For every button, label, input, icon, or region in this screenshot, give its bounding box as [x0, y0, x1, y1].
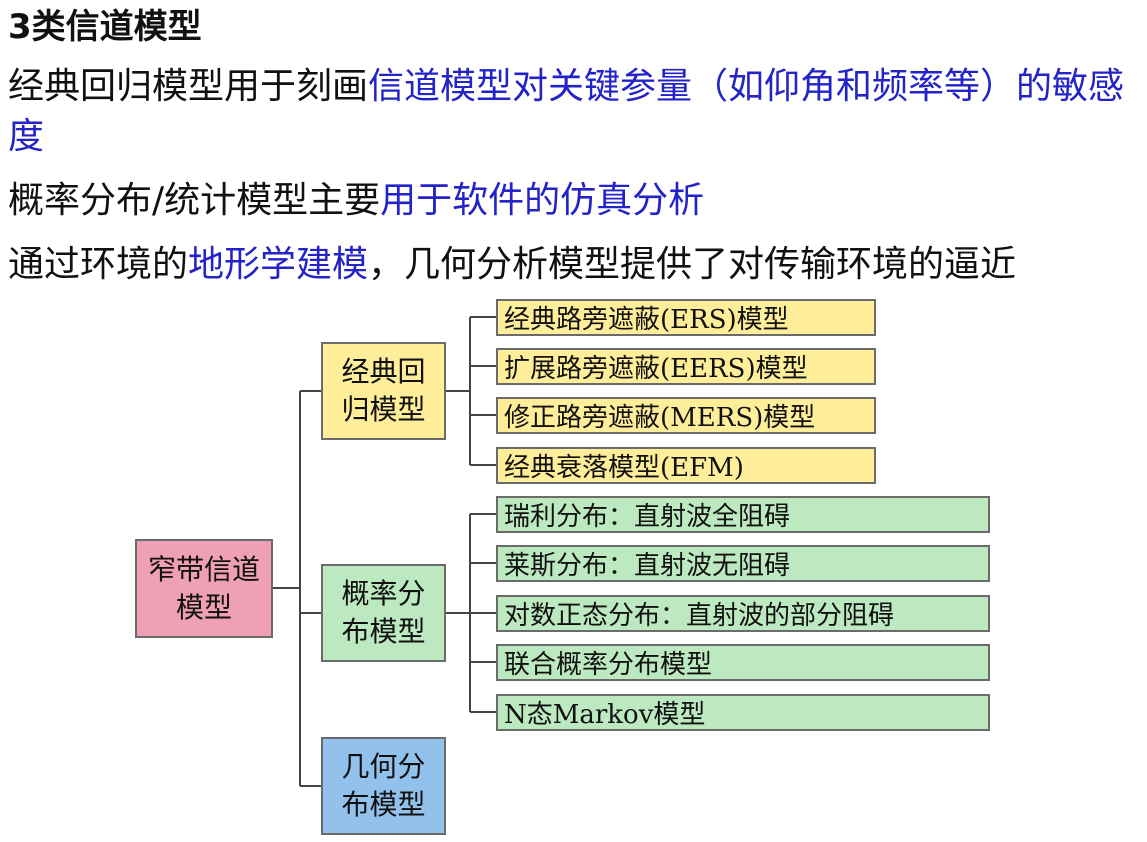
paragraph-probability: 概率分布/统计模型主要用于软件的仿真分析	[8, 176, 1143, 226]
paragraph-text: 概率分布/统计模型主要	[8, 180, 381, 221]
category-regression: 经典回归模型	[321, 342, 446, 440]
leaf-efm-model: 经典衰落模型(EFM)	[496, 447, 876, 484]
paragraph-text: 通过环境的	[8, 244, 189, 285]
paragraph-highlight: 地形学建模	[188, 244, 369, 285]
leaf-rice: 莱斯分布：直射波无阻碍	[496, 545, 990, 582]
category-probability: 概率分布模型	[321, 564, 446, 662]
root-node: 窄带信道模型	[135, 539, 273, 638]
paragraph-highlight: 信道模型对关键参量（如仰角和频率等）的敏感度	[8, 66, 1125, 157]
paragraph-highlight: 用于软件的仿真分析	[380, 180, 705, 221]
leaf-lognormal: 对数正态分布：直射波的部分阻碍	[496, 595, 990, 632]
leaf-mers-model: 修正路旁遮蔽(MERS)模型	[496, 397, 876, 434]
leaf-rayleigh: 瑞利分布：直射波全阻碍	[496, 496, 990, 533]
paragraph-text: 经典回归模型用于刻画	[8, 66, 369, 107]
slide-heading: 3类信道模型	[8, 7, 202, 47]
paragraph-geometric: 通过环境的地形学建模，几何分析模型提供了对传输环境的逼近	[8, 240, 1143, 290]
leaf-markov: N态Markov模型	[496, 694, 990, 731]
category-geometric: 几何分布模型	[321, 737, 446, 835]
paragraph-regression: 经典回归模型用于刻画信道模型对关键参量（如仰角和频率等）的敏感度	[8, 62, 1143, 162]
leaf-joint-probability: 联合概率分布模型	[496, 644, 990, 681]
leaf-ers-model: 经典路旁遮蔽(ERS)模型	[496, 299, 876, 336]
paragraph-tail: ，几何分析模型提供了对传输环境的逼近	[368, 244, 1017, 285]
leaf-eers-model: 扩展路旁遮蔽(EERS)模型	[496, 348, 876, 385]
